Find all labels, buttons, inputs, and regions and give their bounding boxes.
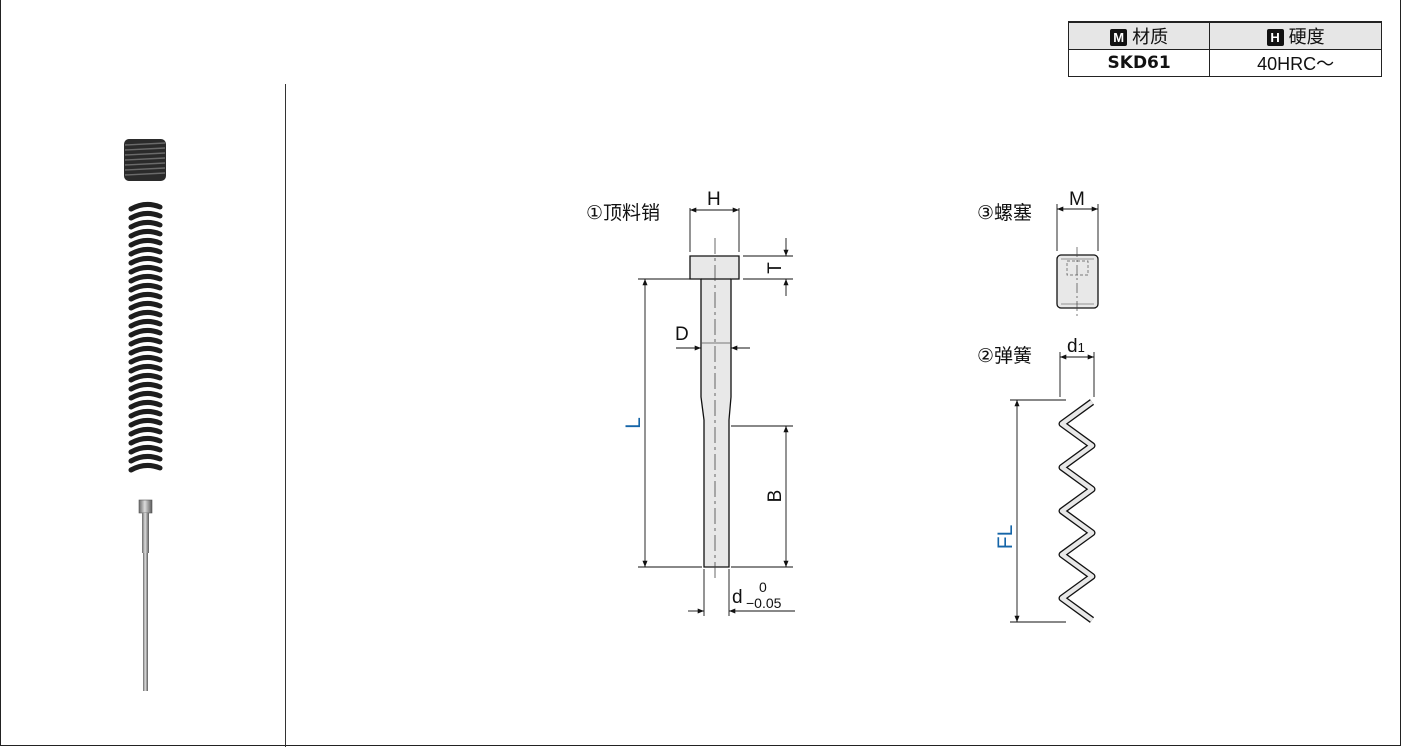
dim-FL: FL: [994, 525, 1017, 550]
dim-d1-base: d: [1067, 336, 1078, 357]
dim-d-tolerance-upper: 0: [759, 579, 767, 595]
spring-label: ②弹簧: [977, 345, 1032, 367]
photo-plug: [124, 139, 166, 181]
dim-H: H: [707, 189, 721, 210]
material-label: 材质: [1132, 27, 1169, 47]
spec-table-row: SKD61 40HRC～: [1067, 49, 1382, 77]
spring-drawing: ②弹簧 d1 FL: [977, 336, 1096, 623]
dim-M: M: [1069, 189, 1085, 210]
dim-d-tolerance-lower: −0.05: [746, 595, 782, 611]
dim-d: d: [732, 587, 743, 608]
dim-T: T: [765, 262, 786, 274]
plug-label: ③螺塞: [977, 202, 1032, 224]
ejector-pin-outline: [689, 255, 740, 568]
product-photo: [124, 139, 166, 691]
hardness-badge: H: [1266, 29, 1284, 46]
hardness-value: 40HRC～: [1209, 49, 1382, 77]
ejector-pin-label: ①顶料销: [586, 202, 660, 224]
dim-B: B: [765, 490, 786, 503]
ejector-pin-drawing: ①顶料销 H T D L B d: [586, 189, 795, 616]
material-badge: M: [1110, 29, 1128, 46]
plug-outline: [1056, 254, 1099, 309]
plug-drawing: ③螺塞 M: [977, 189, 1099, 316]
photo-pin: [138, 499, 153, 691]
photo-spring-coils: [128, 201, 163, 473]
panel-divider: [285, 84, 286, 747]
dim-d1: d1: [1067, 336, 1085, 357]
spring-wire-fill: [1059, 400, 1095, 622]
photo-spring: [128, 201, 163, 473]
dim-D: D: [675, 324, 689, 345]
dim-d1-sub: 1: [1078, 340, 1085, 355]
dim-L: L: [622, 417, 645, 429]
spring-outline: [1058, 399, 1096, 623]
hardness-label: 硬度: [1288, 27, 1325, 47]
material-value: SKD61: [1067, 49, 1211, 77]
